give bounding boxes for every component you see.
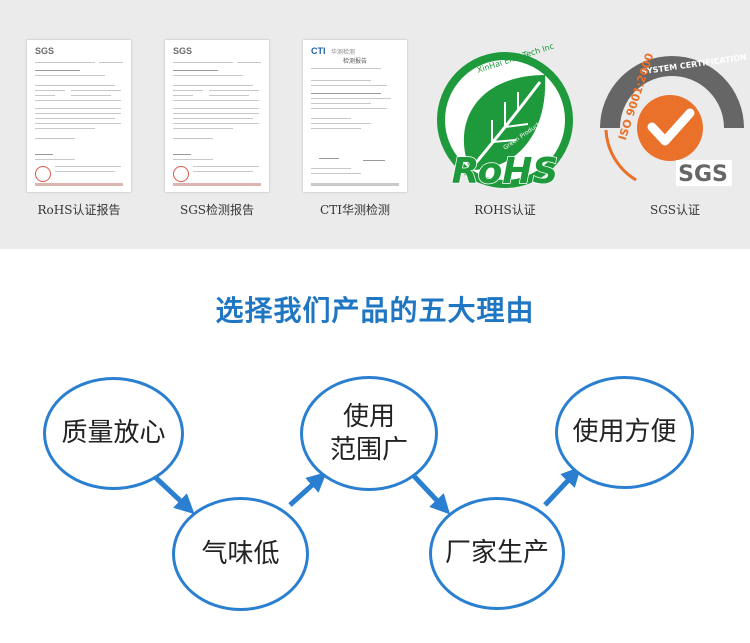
cti-report-caption: CTI华测检测 xyxy=(320,203,390,217)
section-heading: 选择我们产品的五大理由 xyxy=(215,294,535,327)
arrow-down-icon xyxy=(153,475,195,515)
reason-label: 质量放心 xyxy=(61,418,166,449)
rohs-report-document: SGS xyxy=(27,40,131,192)
rohs-logo-text: RoHS xyxy=(452,151,559,192)
reason-bubble-factory: 厂家生产 xyxy=(429,497,565,610)
reason-bubble-low-odor: 气味低 xyxy=(172,497,309,611)
arrow-up-icon xyxy=(543,466,582,507)
rohs-report-caption: RoHS认证报告 xyxy=(37,203,121,217)
sgs-doc-logo: SGS xyxy=(35,46,55,56)
reason-label: 使用范围广 xyxy=(329,402,408,465)
reason-label: 使用方便 xyxy=(572,417,677,448)
cti-report-document: CTI 华测检测 检测报告 xyxy=(303,40,407,192)
cti-doc-logo: CTI xyxy=(311,46,326,56)
sgs-doc-logo: SGS xyxy=(173,46,193,56)
reason-bubble-convenient: 使用方便 xyxy=(555,376,694,489)
arrow-up-icon xyxy=(288,471,327,507)
sgs-report-document: SGS xyxy=(165,40,269,192)
rohs-logo-icon: RoHS XinHai Envi Tech Inc Green Product xyxy=(437,42,573,193)
sgs-report-caption: SGS检测报告 xyxy=(179,203,255,217)
arrow-down-icon xyxy=(410,472,451,515)
reason-label: 气味低 xyxy=(201,538,280,569)
sgs-brand-text: SGS xyxy=(678,162,728,187)
reason-label: 厂家生产 xyxy=(444,538,549,569)
sgs-iso-logo-icon: SYSTEM CERTIFICATION ISO 9001:2000 SGS xyxy=(600,51,747,187)
rohs-certificate-caption: ROHS认证 xyxy=(474,203,536,217)
reason-bubble-wide-use: 使用范围广 xyxy=(300,376,438,491)
cti-doc-header: 华测检测 xyxy=(331,49,356,56)
reason-bubble-quality: 质量放心 xyxy=(43,377,184,490)
sgs-certificate-caption: SGS认证 xyxy=(649,203,701,217)
cti-doc-title: 检测报告 xyxy=(342,58,367,65)
